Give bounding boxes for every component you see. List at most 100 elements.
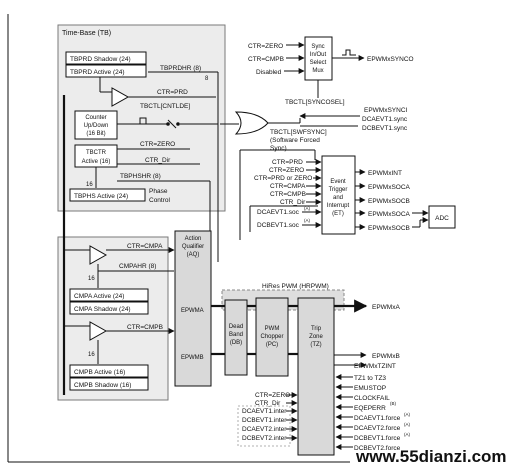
sync-mux-line-1: Sync: [311, 44, 324, 50]
tbctl-cntlde-label: TBCTL[CNTLDE]: [140, 103, 190, 110]
et-input-ctr-cmpb: CTR=CMPB: [270, 191, 306, 198]
hires-title: HiRes PWM (HRPWM): [262, 283, 329, 290]
adc-label: ADC: [435, 215, 449, 222]
dcaevt1-sync-label: DCAEVT1.sync: [362, 116, 408, 123]
et-line-2: Trigger: [329, 187, 348, 193]
cmpa-comparator: [89, 245, 108, 265]
tz-in-dcbevt1-force: DCBEVT1.force: [354, 435, 401, 442]
ctr-prd-label: CTR=PRD: [157, 89, 188, 96]
tz-in-ctr-dir: CTR_Dir: [255, 400, 281, 407]
tz-in-emustop: EMUSTOP: [354, 385, 386, 392]
et-line-4: Interrupt: [327, 203, 350, 209]
et-out-socb: EPWMxSOCB: [368, 198, 410, 205]
sync-mux-line-3: Select: [310, 60, 327, 66]
tz-out-epwmxa: EPWMxA: [372, 304, 400, 311]
watermark: www.55dianzi.com: [355, 447, 507, 466]
pc-line-2: Chopper: [260, 334, 283, 340]
tz-in-pins: TZ1 to TZ3: [354, 375, 386, 382]
tz-line-1: Trip: [311, 326, 322, 332]
tbctr-line-2: Active (16): [82, 159, 111, 165]
et-line-5: (ET): [332, 211, 344, 217]
tz-in-dcaevt1-force: DCAEVT1.force: [354, 415, 401, 422]
tz-out-epwmxb: EPWMxB: [372, 353, 400, 360]
aq-line-3: (AQ): [187, 252, 200, 258]
aq-line-2: Qualifier: [182, 244, 204, 250]
counter-line-1: Counter: [85, 115, 106, 121]
dcbevt1-soc-label: DCBEVT1.soc: [257, 222, 300, 229]
et-input-ctr-zero: CTR=ZERO: [269, 167, 304, 174]
aq-epwmb-label: EPWMB: [181, 355, 204, 361]
et-input-ctr-prd-or-zero: CTR=PRD or ZERO: [254, 175, 312, 182]
swfsync-line-1: TBCTL[SWFSYNC]: [270, 129, 327, 136]
tbprd-shadow-label: TBPRD Shadow (24): [70, 56, 131, 63]
counter-updown-box: [74, 110, 118, 140]
et-input-ctr-prd: CTR=PRD: [272, 159, 303, 166]
tbphs-width: 16: [86, 182, 93, 188]
phase-control-line-1: Phase: [149, 188, 168, 195]
cmpb-active-box: [69, 364, 149, 378]
tbphs-active-label: TBPHS Active (24): [74, 193, 128, 200]
tz-in-dcaevt2-force: DCAEVT2.force: [354, 425, 401, 432]
et-out-soca-adc: EPWMxSOCA: [368, 211, 411, 218]
tz-in-ctr-zero: CTR=ZERO: [255, 392, 290, 399]
tz-line-3: (TZ): [310, 342, 321, 348]
sync-ctr-cmpb-label: CTR=CMPB: [248, 56, 284, 63]
epwmxsynci-label: EPWMxSYNCI: [364, 107, 408, 114]
tz-out-tzint: EPWMxTZINT: [354, 363, 396, 370]
et-input-ctr-cmpa: CTR=CMPA: [270, 183, 306, 190]
tz-in-dcbevt1-force-note: (A): [404, 432, 411, 437]
tz-in-clockfail: CLOCKFAIL: [354, 395, 390, 402]
db-line-2: Band: [229, 332, 243, 338]
tz-in-eqeperr-note: (B): [390, 401, 397, 406]
cmpb-active-label: CMPB Active (16): [74, 369, 125, 376]
tbprd-shadow-box: [65, 51, 147, 65]
cmpa-active-label: CMPA Active (24): [74, 293, 124, 300]
tz-right-inputs: TZ1 to TZ3 EMUSTOP CLOCKFAIL EQEPERR (B)…: [335, 374, 411, 452]
tz-in-dcaevt1-inter: DCAEVT1.inter: [242, 408, 287, 415]
cmpb-shadow-label: CMPB Shadow (16): [74, 382, 131, 389]
tbprdhr-width: 8: [205, 76, 209, 82]
aq-epwma-label: EPWMA: [181, 308, 204, 314]
db-line-1: Dead: [229, 324, 243, 330]
tz-in-dcbevt2-inter: DCBEVT2.inter: [242, 435, 287, 442]
adc-block: [428, 205, 456, 229]
aq-line-1: Action: [185, 236, 202, 242]
tbctl-syncosel-label: TBCTL[SYNCOSEL]: [285, 99, 345, 106]
counter-line-3: (16 Bit): [86, 131, 105, 137]
et-input-ctr-dir: CTR_Dir: [280, 199, 306, 206]
event-trigger-block: [321, 155, 356, 235]
cmpb-width: 16: [88, 352, 95, 358]
cmpa-ctr-label: CTR=CMPA: [127, 243, 163, 250]
counter-line-2: Up/Down: [84, 123, 109, 129]
period-comparator: [111, 87, 130, 107]
dead-band-block: [224, 299, 248, 376]
pwm-chopper-block: [255, 297, 289, 377]
time-base-title: Time-Base (TB): [62, 30, 111, 37]
tbprd-active-label: TBPRD Active (24): [70, 69, 125, 76]
sync-mux-line-2: In/Out: [310, 52, 327, 58]
tz-in-dcaevt2-inter: DCAEVT2.inter: [242, 426, 287, 433]
cmpahr-label: CMPAHR (8): [119, 263, 156, 270]
sync-disabled-label: Disabled: [256, 69, 282, 76]
tz-line-2: Zone: [309, 334, 323, 340]
dcaevt1-soc-note: (A): [304, 206, 311, 211]
sync-out-label: EPWMxSYNCO: [367, 56, 414, 63]
tz-in-dcaevt2-force-note: (A): [404, 422, 411, 427]
cmpa-active-box: [69, 288, 149, 302]
swfsync-line-2: (Software Forced: [270, 137, 320, 144]
dcbevt1-sync-label: DCBEVT1.sync: [362, 125, 408, 132]
pc-line-1: PWM: [265, 326, 280, 332]
tz-in-dcbevt1-inter: DCBEVT1.inter: [242, 417, 287, 424]
dcbevt1-soc-note: (A): [304, 218, 311, 223]
tbctr-line-1: TBCTR: [86, 150, 107, 156]
dcaevt1-soc-label: DCAEVT1.soc: [257, 209, 300, 216]
cmpa-shadow-label: CMPA Shadow (24): [74, 306, 131, 313]
ctr-dir-tb-label: CTR_Dir: [145, 157, 171, 164]
et-out-soca: EPWMxSOCA: [368, 184, 411, 191]
tz-left-inputs: CTR=ZERO CTR_Dir DCAEVT1.inter DCBEVT1.i…: [242, 392, 298, 442]
ctr-zero-tb-label: CTR=ZERO: [140, 141, 175, 148]
sync-mux-line-4: Mux: [312, 68, 323, 74]
tz-in-dcaevt1-force-note: (A): [404, 412, 411, 417]
tbprdhr-label: TBPRDHR (8): [160, 65, 201, 72]
